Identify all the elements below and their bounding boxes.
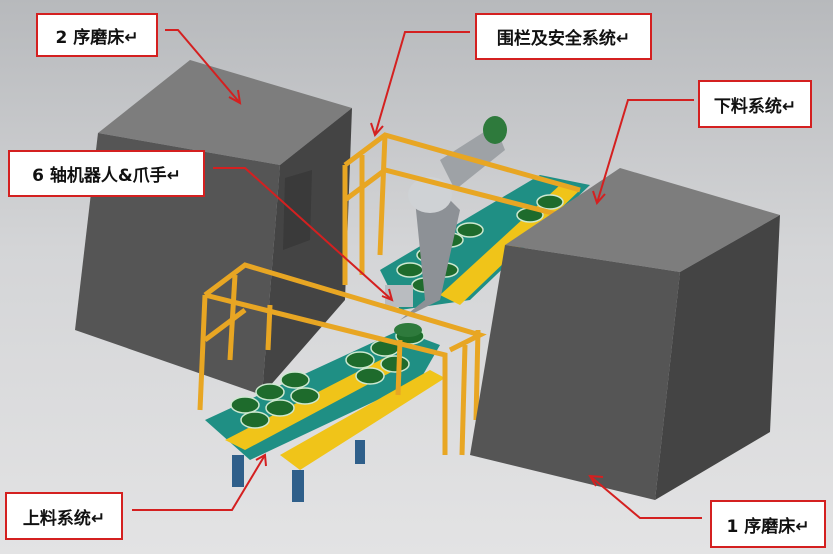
safety-fence bbox=[197, 132, 581, 456]
machine-door bbox=[283, 170, 312, 250]
label-grinder-1: 1 序磨床↵ bbox=[710, 500, 826, 548]
label-grinder-2: 2 序磨床↵ bbox=[36, 13, 158, 57]
arrowheads bbox=[228, 89, 606, 487]
grinder-2-machine bbox=[75, 60, 352, 395]
grinder-1-machine bbox=[470, 168, 780, 500]
label-fence-safety: 围栏及安全系统↵ bbox=[475, 13, 652, 60]
callout-lines bbox=[132, 29, 702, 519]
label-robot-gripper: 6 轴机器人&爪手↵ bbox=[8, 150, 205, 197]
label-unloading-system: 下料系统↵ bbox=[698, 80, 812, 128]
label-loading-system: 上料系统↵ bbox=[5, 492, 123, 540]
loading-conveyor bbox=[205, 327, 445, 502]
